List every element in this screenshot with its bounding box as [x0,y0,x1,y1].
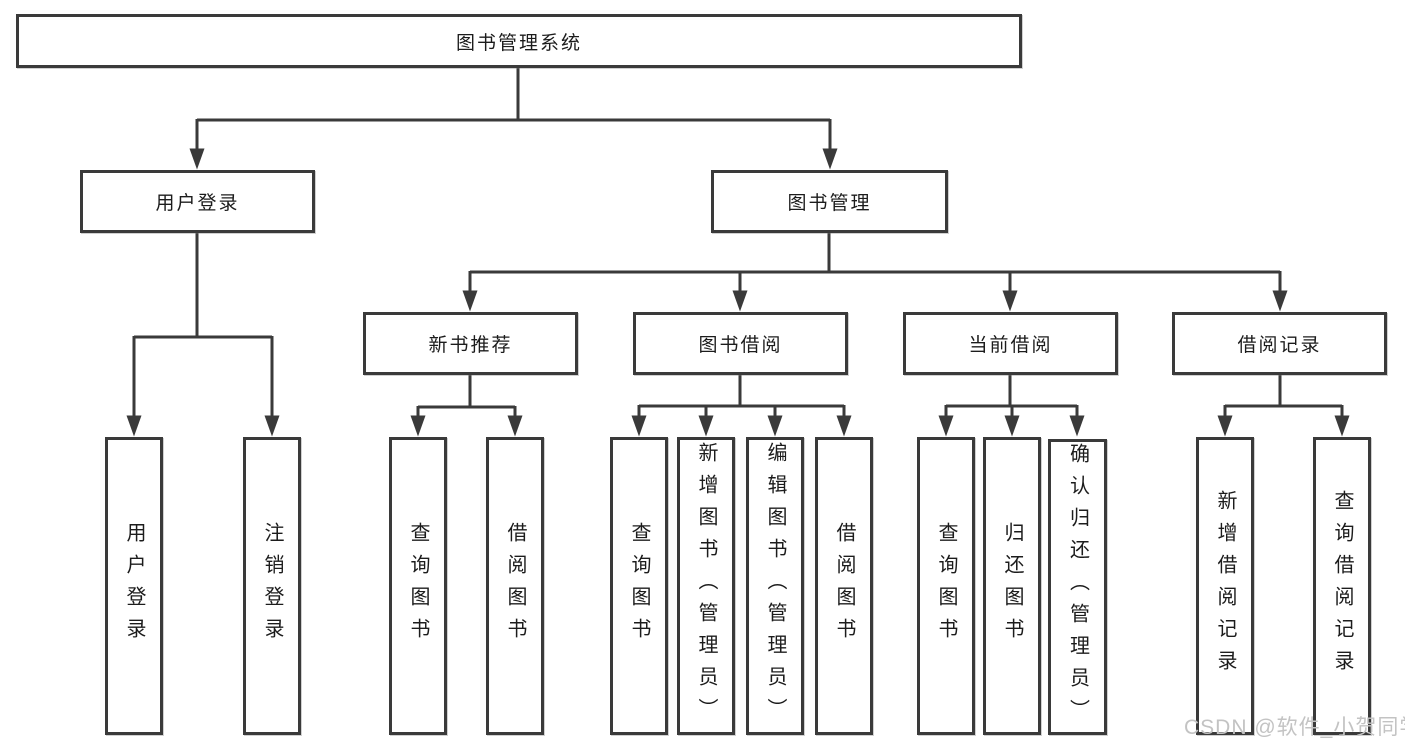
node-book-management-branch: 图书管理 [711,170,948,233]
node-borrow-books-borrowing: 借阅图书 [815,437,873,735]
connector-new-book-recommend [410,375,523,437]
node-borrow-books-recommend: 借阅图书 [486,437,544,735]
node-new-book-recommend: 新书推荐 [363,312,578,375]
node-library-system: 图书管理系统 [16,14,1022,68]
node-query-books-borrowing: 查询图书 [610,437,668,735]
connector-current-borrowing [938,375,1085,437]
connector-book-management-branch [462,233,1288,312]
connector-borrowing-records [1217,375,1350,437]
node-logout-login: 注销登录 [243,437,301,735]
node-add-borrow-record: 新增借阅记录 [1196,437,1254,735]
connector-root-to-level2 [189,68,838,170]
node-query-books-recommend: 查询图书 [389,437,447,735]
connector-book-borrowing [631,375,852,437]
node-add-book-admin: 新增图书（管理员） [677,437,735,735]
node-confirm-return-admin: 确认归还（管理员） [1048,439,1107,735]
node-book-borrowing: 图书借阅 [633,312,848,375]
node-user-login: 用户登录 [105,437,163,735]
node-current-borrowing: 当前借阅 [903,312,1118,375]
connector-user-login-branch [126,233,280,437]
node-user-login-branch: 用户登录 [80,170,315,233]
node-borrowing-records: 借阅记录 [1172,312,1387,375]
node-return-books: 归还图书 [983,437,1041,735]
node-query-books-current: 查询图书 [917,437,975,735]
watermark-text: CSDN @软件_小贺同学 [1184,716,1405,739]
node-edit-book-admin: 编辑图书（管理员） [746,437,804,735]
node-query-borrow-record: 查询借阅记录 [1313,437,1371,735]
